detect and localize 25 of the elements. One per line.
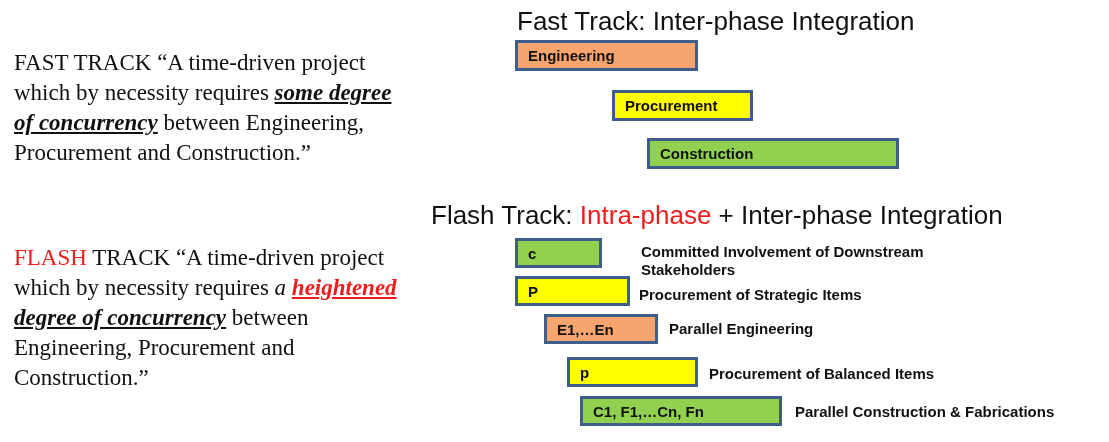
phase-bar [515, 238, 602, 268]
phase-bar [647, 138, 899, 169]
section-heading: Fast Track: Inter-phase Integration [517, 6, 915, 37]
phase-bar [612, 90, 753, 121]
bar-label: E1,…En [557, 321, 614, 338]
bar-description: Procurement of Balanced Items [709, 365, 936, 383]
bar-label: Engineering [528, 47, 615, 64]
phase-bar [515, 40, 698, 71]
phase-bar [515, 276, 630, 306]
phase-bar [567, 357, 698, 387]
bar-label: c [528, 245, 537, 262]
bar-label: Procurement [625, 97, 718, 114]
section-heading: Flash Track: Intra-phase + Inter-phase Integration [431, 200, 1003, 231]
phase-bar [544, 314, 658, 344]
bar-description: Parallel Engineering [669, 320, 815, 338]
bar-description: Committed Involvement of Downstream Stakeholders [641, 243, 925, 279]
bar-description: Parallel Construction & Fabrications [795, 403, 1056, 421]
definition-text: FLASH TRACK “A time-driven project which by necessity requires a heightened degree of concurrency between Engineering, Procurement and Construction.” [14, 244, 398, 392]
phase-bar [580, 396, 782, 426]
bar-label: P [528, 283, 538, 300]
bar-description: Procurement of Strategic Items [639, 286, 863, 304]
bar-label: C1, F1,…Cn, Fn [593, 403, 704, 420]
definition-text: FAST TRACK “A time-driven project which by necessity requires some degree of concurrency between Engineering, Procurement and Construction.” [14, 49, 393, 167]
bar-label: Construction [660, 145, 754, 162]
bar-label: p [580, 364, 590, 381]
